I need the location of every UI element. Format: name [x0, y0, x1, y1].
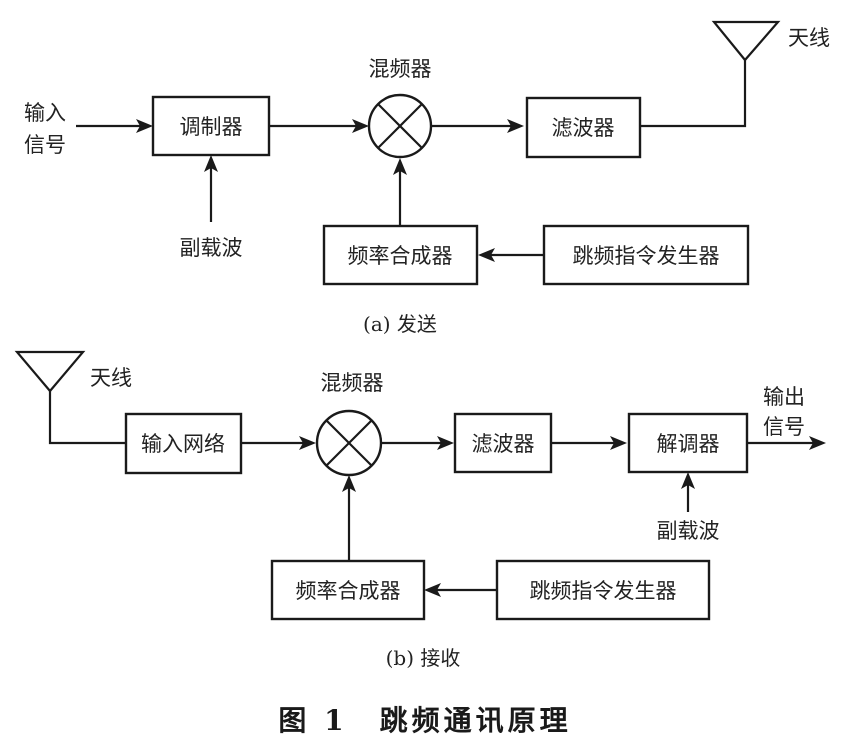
filter-to-antenna-line: [640, 60, 747, 128]
arrowhead: [342, 475, 356, 492]
mixer-symbol: [367, 93, 433, 159]
modulator-label: 调制器: [180, 115, 243, 139]
antenna-icon: [14, 350, 86, 393]
mixer-symbol: [315, 409, 383, 477]
hop-generator-label: 跳频指令发生器: [530, 579, 677, 603]
arrowhead: [478, 248, 495, 262]
arrowhead: [681, 472, 695, 489]
antenna-icon: [711, 20, 781, 62]
arrowhead: [393, 158, 407, 175]
arrowhead: [352, 119, 369, 133]
arrowhead: [437, 436, 454, 450]
receive-caption: (b) 接收: [386, 646, 461, 670]
output-signal-label-line2: 信号: [763, 415, 805, 439]
antenna-label: 天线: [788, 26, 830, 50]
arrowhead: [507, 119, 524, 133]
synthesizer-block: [270, 559, 426, 621]
arrowhead: [424, 583, 441, 597]
arrowhead: [204, 155, 218, 172]
hop-generator-block: [495, 559, 711, 621]
output-signal-label-line1: 输出: [763, 385, 805, 409]
synthesizer-label: 频率合成器: [296, 579, 401, 603]
transmit-section: 输入 信号 调制器 副载波 混频器 滤波器 天线 频率合成器 跳频指令发: [24, 20, 830, 336]
arrowhead: [809, 436, 826, 450]
hop-generator-label: 跳频指令发生器: [573, 244, 720, 268]
input-signal-label-line2: 信号: [24, 133, 66, 157]
antenna-label: 天线: [90, 366, 132, 390]
subcarrier-label: 副载波: [180, 236, 243, 260]
filter-block: [525, 96, 642, 159]
transmit-caption: (a) 发送: [363, 312, 437, 336]
figure-title: 图 1 跳频通讯原理: [278, 704, 571, 737]
demodulator-label: 解调器: [657, 432, 720, 456]
filter-label: 滤波器: [472, 432, 535, 456]
receive-section: 天线 输入网络 混频器 滤波器 解调器 输出 信号 副载波 频率合成器: [14, 350, 826, 670]
synthesizer-block: [322, 224, 479, 286]
filter-block: [453, 412, 553, 474]
arrowhead: [136, 119, 153, 133]
arrowhead: [610, 436, 627, 450]
antenna-to-input-network-line: [48, 391, 126, 445]
mixer-label: 混频器: [321, 371, 384, 395]
arrowhead: [299, 436, 316, 450]
synthesizer-label: 频率合成器: [348, 244, 453, 268]
input-network-label: 输入网络: [141, 432, 225, 456]
hop-generator-block: [542, 224, 750, 286]
input-signal-label-line1: 输入: [24, 101, 66, 125]
filter-label: 滤波器: [552, 116, 615, 140]
subcarrier-label: 副载波: [657, 519, 720, 543]
mixer-label: 混频器: [369, 57, 432, 81]
